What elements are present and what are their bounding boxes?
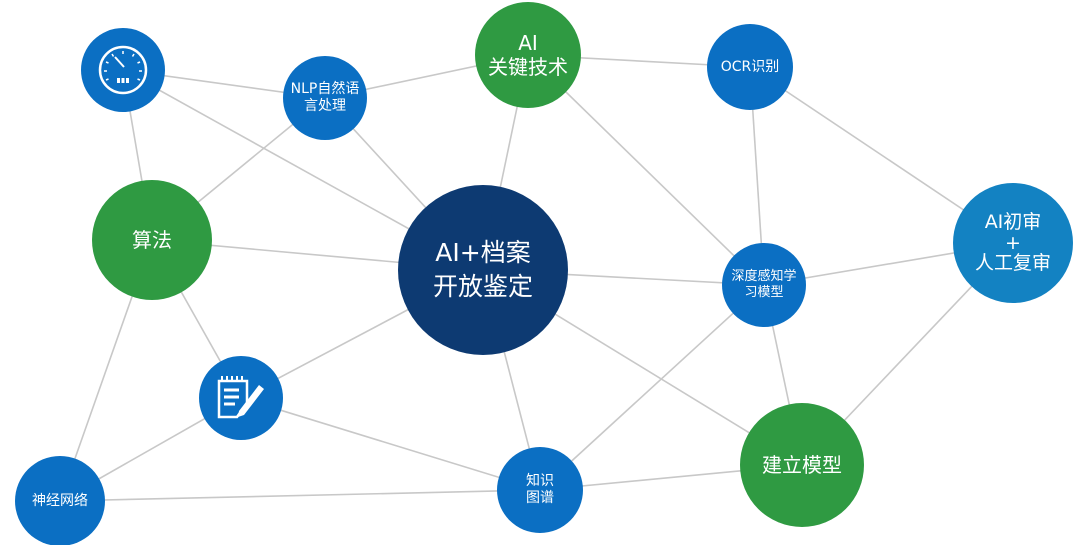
node-build-model: 建立模型 <box>740 403 864 527</box>
node-label: 知识 <box>526 473 554 490</box>
node-label: 关键技术 <box>488 55 568 79</box>
node-label: 神经网络 <box>32 492 88 509</box>
node-nlp: NLP自然语 言处理 <box>283 56 367 140</box>
node-label: 算法 <box>132 228 172 252</box>
node-knowledge-graph: 知识 图谱 <box>497 447 583 533</box>
notepad-pencil-icon <box>217 376 264 419</box>
node-deep-learning: 深度感知学 习模型 <box>722 243 806 327</box>
node-label: 深度感知学 <box>731 269 797 285</box>
node-label: AI+档案 <box>435 238 531 268</box>
node-neural-network: 神经网络 <box>15 456 105 545</box>
node-label: AI <box>518 31 538 55</box>
node-notepad <box>199 356 283 440</box>
node-ai-key-tech: AI 关键技术 <box>475 2 581 108</box>
node-label: 开放鉴定 <box>432 272 533 301</box>
node-label: + <box>1005 231 1021 254</box>
node-label: 建立模型 <box>762 453 842 477</box>
node-gauge <box>81 28 165 112</box>
node-label: NLP自然语 <box>290 81 360 98</box>
node-center-ai-archive: AI+档案 开放鉴定 <box>398 185 568 355</box>
gauge-icon <box>98 45 148 95</box>
edge-deep-kg <box>539 284 765 491</box>
edge-neural-kg <box>59 489 541 502</box>
node-label: OCR识别 <box>720 58 780 75</box>
node-label: 图谱 <box>526 490 554 506</box>
node-algorithm: 算法 <box>92 180 212 300</box>
edge-notepad-kg <box>240 397 541 491</box>
node-label: 习模型 <box>744 285 784 300</box>
node-label: 人工复审 <box>974 252 1051 275</box>
node-ocr: OCR识别 <box>707 24 793 110</box>
node-ai-review: AI初审 + 人工复审 <box>953 183 1073 303</box>
node-label: 言处理 <box>304 98 346 114</box>
node-label: AI初审 <box>984 210 1042 233</box>
edge-ai_tech-deep <box>527 54 765 286</box>
